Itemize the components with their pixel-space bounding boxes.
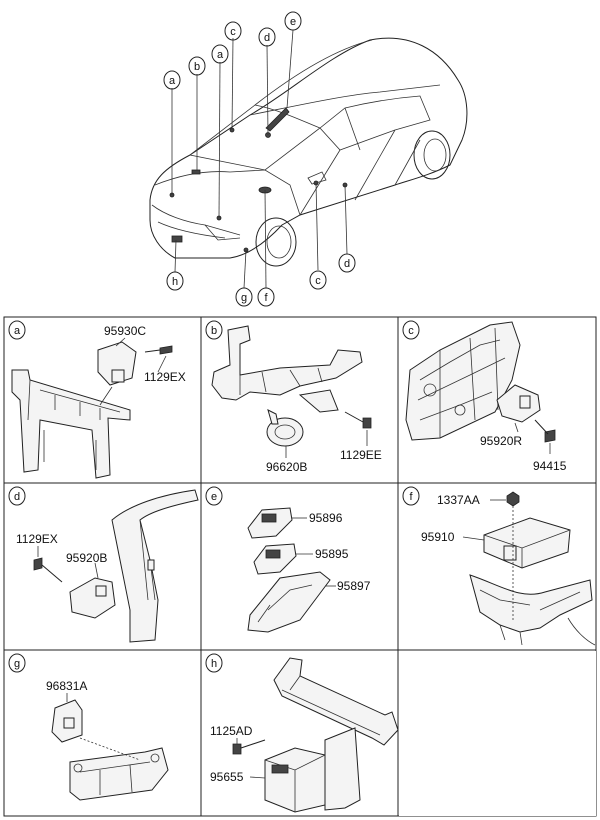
part-label: 95910	[421, 530, 455, 544]
callout-e: e	[284, 11, 302, 31]
panel-letter-g: g	[14, 658, 20, 670]
part-label: 95897	[337, 579, 371, 593]
svg-text:c: c	[315, 275, 321, 287]
part-label: 95655	[210, 770, 244, 784]
bolt-icon	[33, 557, 63, 583]
screw-icon	[534, 419, 556, 443]
panel-letter-c: c	[408, 325, 414, 337]
svg-text:e: e	[290, 16, 296, 28]
callout-d1: d	[258, 27, 276, 47]
svg-text:d: d	[344, 258, 350, 270]
part-label: 96831A	[46, 679, 87, 693]
panel-g: g 96831A	[8, 653, 169, 801]
vehicle-overview: a b c a d e h g f c d	[149, 11, 468, 307]
svg-text:c: c	[230, 26, 236, 38]
panel-letter-a: a	[14, 325, 21, 337]
svg-text:f: f	[264, 292, 268, 304]
part-label: 94415	[533, 459, 567, 473]
panel-letter-h: h	[211, 658, 217, 670]
panel-letter-f: f	[409, 491, 413, 503]
panel-e: e 95896 95895 95897	[205, 486, 371, 633]
panel-letter-b: b	[211, 325, 217, 337]
panel-h: h 1125AD 95655	[205, 653, 399, 813]
bolt-icon	[344, 411, 372, 429]
callout-c1: c	[224, 21, 242, 41]
detail-grid	[3, 316, 597, 817]
callout-g: g	[235, 287, 253, 307]
bolt-icon	[144, 345, 173, 355]
part-label: 95930C	[104, 324, 146, 338]
svg-text:d: d	[264, 32, 270, 44]
panel-a: a 95930C 1129EX	[8, 320, 186, 479]
svg-text:a: a	[169, 75, 176, 87]
callout-h: h	[166, 271, 184, 291]
part-label: 1337AA	[437, 493, 480, 507]
panel-c: c 95920R 94415	[402, 320, 567, 473]
bolt-icon	[232, 739, 266, 755]
svg-text:a: a	[217, 49, 224, 61]
part-label: 1129EX	[16, 532, 58, 546]
callout-b: b	[188, 56, 206, 76]
panel-b: b 1129EE 96620B	[205, 320, 382, 474]
panel-letter-d: d	[14, 491, 20, 503]
part-label: 96620B	[266, 460, 307, 474]
callout-f: f	[257, 287, 275, 307]
horn-icon	[266, 409, 304, 447]
callout-d2: d	[338, 253, 356, 273]
part-label: 95920R	[480, 434, 522, 448]
callout-a1: a	[163, 70, 181, 90]
part-label: 1129EX	[144, 370, 186, 384]
part-label: 95920B	[66, 551, 107, 565]
panel-f: f 1337AA 95910	[402, 486, 596, 646]
callout-a2: a	[211, 44, 229, 64]
panel-letter-e: e	[211, 491, 217, 503]
svg-text:g: g	[241, 292, 247, 304]
svg-text:h: h	[172, 276, 178, 288]
part-label: 95895	[315, 547, 349, 561]
callout-c2: c	[309, 270, 327, 290]
part-label: 95896	[309, 511, 343, 525]
part-label: 1129EE	[340, 448, 382, 462]
nut-icon	[506, 491, 520, 507]
part-label: 1125AD	[210, 724, 253, 738]
panel-d: d 1129EX 95920B	[8, 486, 199, 643]
svg-text:b: b	[194, 61, 200, 73]
